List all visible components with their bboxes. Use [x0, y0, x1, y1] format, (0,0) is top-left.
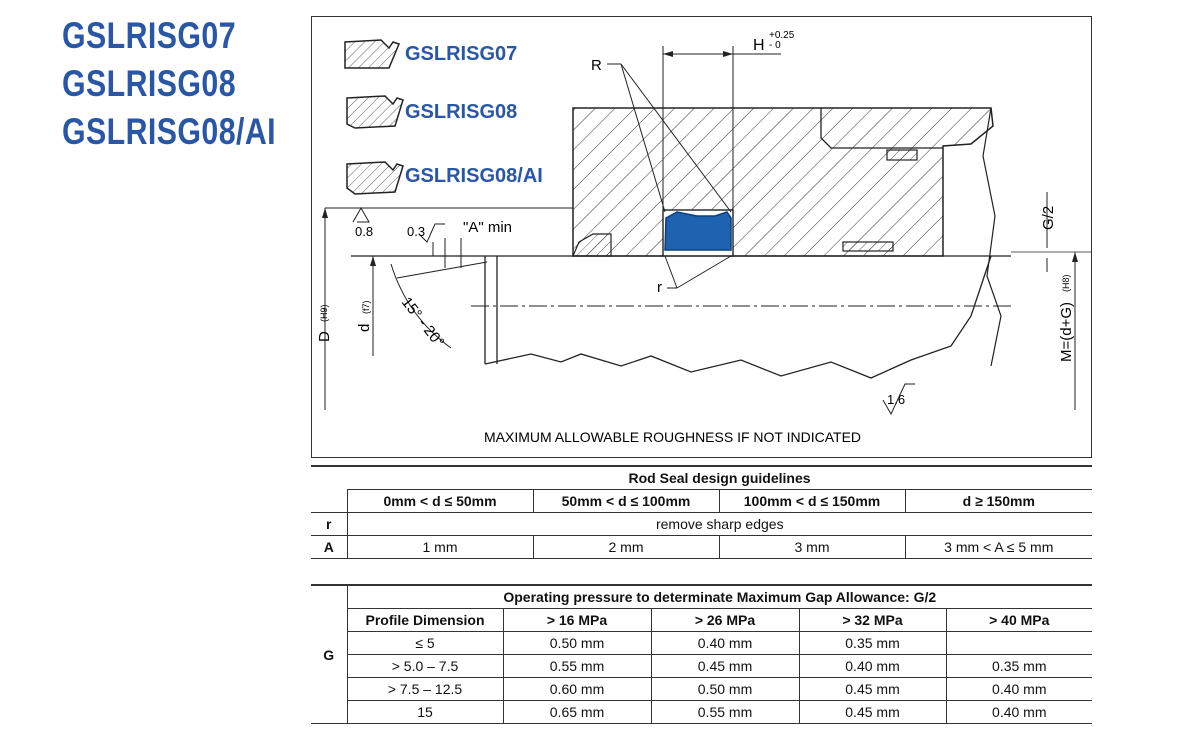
table-title: Operating pressure to determinate Maximu… — [346, 584, 1093, 609]
table-cell: 0.50 mm — [502, 631, 652, 655]
profile-label: GSLRISG08/AI — [405, 165, 543, 187]
label-d: d — [356, 324, 373, 332]
table-row: > 7.5 – 12.5 0.60 mm 0.50 mm 0.45 mm 0.4… — [311, 677, 1093, 701]
column-header: > 26 MPa — [650, 608, 800, 632]
break-line — [982, 107, 1002, 367]
table-cell: 0.50 mm — [650, 677, 800, 701]
label-D-tolerance: (H9) — [319, 304, 329, 322]
gap-allowance-table: G Operating pressure to determinate Maxi… — [311, 584, 1093, 724]
label-a-min: "A" min — [463, 219, 512, 236]
roughness-value: 0.8 — [355, 224, 373, 239]
row-label: A — [311, 535, 348, 559]
table-cell: 0.55 mm — [650, 700, 800, 724]
table-cell: 0.55 mm — [502, 654, 652, 678]
column-header: > 16 MPa — [502, 608, 652, 632]
part-titles: GSLRISG07 GSLRISG08 GSLRISG08/AI — [62, 12, 323, 156]
rod-seal-guidelines-table: Rod Seal design guidelines 0mm < d ≤ 50m… — [311, 465, 1093, 559]
table-cell: 0.35 mm — [945, 654, 1093, 678]
table-cell: ≤ 5 — [346, 631, 504, 655]
table-cell: 0.40 mm — [945, 677, 1093, 701]
profile-icon-gslrisg07 — [344, 39, 401, 69]
table-cell: 15 — [346, 700, 504, 724]
profile-label: GSLRISG08 — [405, 101, 517, 123]
table-row: 15 0.65 mm 0.55 mm 0.45 mm 0.40 mm — [311, 700, 1093, 724]
roughness-symbol-08: 0.8 — [325, 206, 573, 239]
label-H: H — [753, 37, 765, 54]
column-header: 0mm < d ≤ 50mm — [346, 489, 534, 513]
roughness-value: 0.3 — [407, 224, 425, 239]
table-cell: remove sharp edges — [346, 512, 1093, 536]
housing — [572, 107, 994, 257]
table-cell: 0.40 mm — [945, 700, 1093, 724]
label-R: R — [591, 57, 602, 74]
label-M: M=(d+G) — [1058, 302, 1075, 362]
h-tolerance-upper: +0.25 — [769, 30, 795, 41]
column-header: Profile Dimension — [346, 608, 504, 632]
label-r: r — [657, 279, 662, 296]
table-cell: 3 mm — [718, 535, 906, 559]
dimension-H: H +0.25 - 0 — [662, 30, 795, 212]
label-G2: G/2 — [1040, 206, 1057, 230]
table-cell: 0.40 mm — [650, 631, 800, 655]
roughness-symbol-16: 1.6 — [882, 383, 915, 416]
table-cell: 0.60 mm — [502, 677, 652, 701]
profile-icon-gslrisg08 — [346, 95, 404, 129]
roughness-value: 1.6 — [887, 392, 905, 407]
table-cell: 0.40 mm — [798, 654, 947, 678]
dimension-M: M=(d+G) (H8) — [1058, 252, 1078, 410]
table-cell: 2 mm — [532, 535, 720, 559]
wear-ring — [842, 241, 894, 252]
roughness-symbol-03: 0.3 — [407, 223, 445, 256]
roughness-note: MAXIMUM ALLOWABLE ROUGHNESS IF NOT INDIC… — [484, 429, 861, 445]
row-label: G — [311, 584, 348, 724]
column-header: d ≥ 150mm — [904, 489, 1093, 513]
table-cell: 0.45 mm — [650, 654, 800, 678]
profile-label: GSLRISG07 — [405, 43, 517, 65]
outer-ring — [886, 149, 918, 161]
h-tolerance-lower: - 0 — [769, 40, 781, 51]
profile-icon-gslrisg08-ai — [346, 161, 404, 195]
column-header: 100mm < d ≤ 150mm — [718, 489, 906, 513]
table-cell: 0.65 mm — [502, 700, 652, 724]
table-title: Rod Seal design guidelines — [347, 465, 1093, 490]
row-label: r — [311, 512, 348, 536]
part-title: GSLRISG08/AI — [62, 111, 276, 152]
table-cell: > 5.0 – 7.5 — [346, 654, 504, 678]
table-cell: 3 mm < A ≤ 5 mm — [904, 535, 1093, 559]
table-cell: 1 mm — [346, 535, 534, 559]
rod-seal — [664, 211, 732, 251]
column-header: > 32 MPa — [798, 608, 947, 632]
radius-leaders: R r — [591, 57, 732, 296]
dimension-d: d (f7) — [356, 256, 376, 356]
table-cell: > 7.5 – 12.5 — [346, 677, 504, 701]
technical-drawing: GSLRISG07 GSLRISG08 GSLRISG08/AI R — [311, 16, 1092, 458]
table-row: ≤ 5 0.50 mm 0.40 mm 0.35 mm — [311, 631, 1093, 655]
table-cell: 0.45 mm — [798, 700, 947, 724]
profile-legend: GSLRISG07 GSLRISG08 GSLRISG08/AI — [344, 39, 543, 195]
dimension-D: D (H9) — [316, 208, 333, 410]
label-D: D — [316, 331, 333, 342]
table-cell: 0.45 mm — [798, 677, 947, 701]
label-d-tolerance: (f7) — [361, 300, 371, 314]
table-row: > 5.0 – 7.5 0.55 mm 0.45 mm 0.40 mm 0.35… — [311, 654, 1093, 678]
column-header: 50mm < d ≤ 100mm — [532, 489, 720, 513]
table-cell — [945, 631, 1093, 655]
label-M-tolerance: (H8) — [1061, 274, 1071, 292]
part-title: GSLRISG07 — [62, 15, 236, 56]
part-title: GSLRISG08 — [62, 63, 236, 104]
table-cell: 0.35 mm — [798, 631, 947, 655]
dimension-A-min: "A" min — [396, 219, 512, 279]
column-header: > 40 MPa — [945, 608, 1093, 632]
dimension-G2: G/2 — [1011, 192, 1091, 272]
